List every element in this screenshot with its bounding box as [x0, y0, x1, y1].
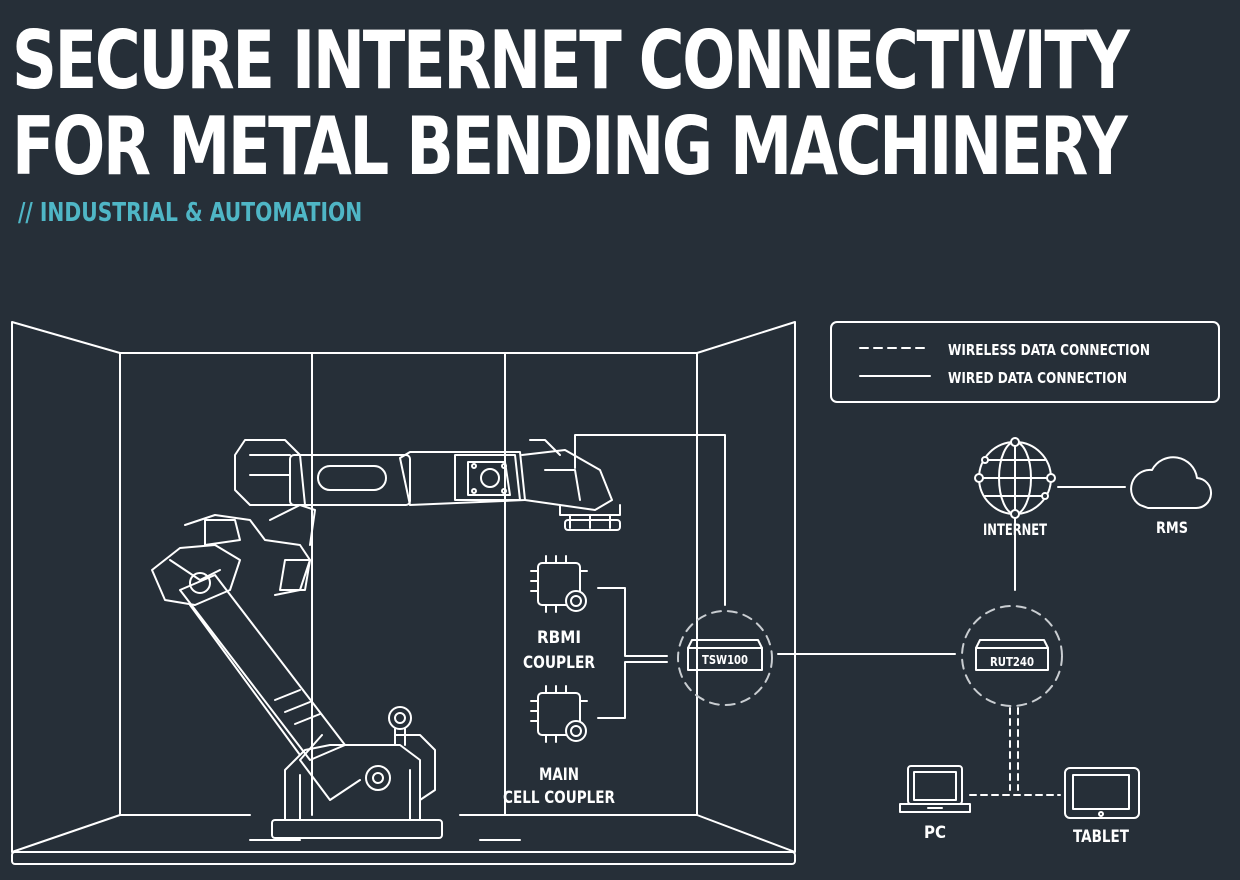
rms-label: RMS: [1156, 518, 1188, 537]
tablet-icon: [1064, 767, 1140, 819]
tsw100-switch-icon: [677, 610, 773, 706]
robot-cell-enclosure: [11, 321, 796, 865]
rut240-label: RUT240: [990, 655, 1034, 669]
legend-wireless-label: WIRELESS DATA CONNECTION: [948, 341, 1150, 359]
pc-label: PC: [924, 823, 946, 843]
main-coupler-label-line2: CELL COUPLER: [503, 788, 615, 808]
title-line-2: FOR METAL BENDING MACHINERY: [12, 100, 1128, 193]
tablet-label: TABLET: [1073, 827, 1129, 847]
industrial-robot-arm-icon: [151, 439, 621, 839]
legend-wired-label: WIRED DATA CONNECTION: [948, 369, 1127, 387]
page-title: SECURE INTERNET CONNECTIVITY FOR METAL B…: [12, 14, 1130, 193]
rms-cloud-icon: [1130, 456, 1213, 510]
rbmi-label-line2: COUPLER: [523, 653, 595, 673]
legend: [830, 321, 1220, 403]
category-subtitle: // INDUSTRIAL & AUTOMATION: [18, 198, 363, 228]
pc-laptop-icon: [899, 765, 971, 813]
main-cell-coupler-chip-icon: [530, 685, 588, 743]
tsw100-label: TSW100: [702, 653, 748, 667]
rbmi-coupler-chip-icon: [530, 555, 588, 613]
rbmi-label-line1: RBMI: [537, 628, 581, 648]
wired-connections: [574, 434, 1126, 719]
wireless-connections: [969, 707, 1061, 796]
internet-label: INTERNET: [983, 520, 1047, 539]
main-coupler-label-line1: MAIN: [539, 765, 579, 785]
rut240-router-icon: [961, 605, 1063, 707]
internet-globe-icon: [974, 437, 1056, 519]
title-line-1: SECURE INTERNET CONNECTIVITY: [12, 14, 1130, 107]
